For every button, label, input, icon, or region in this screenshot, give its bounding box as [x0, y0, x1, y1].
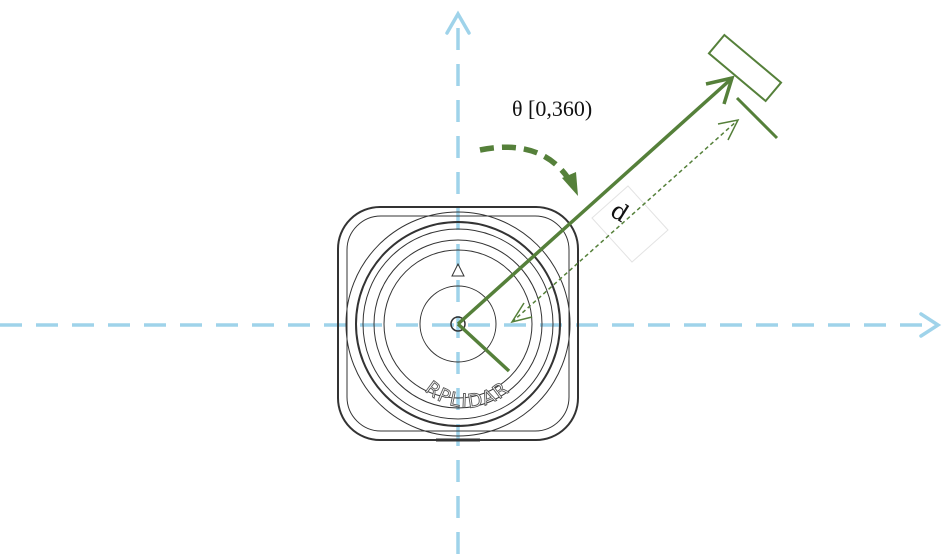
device-inner-frame	[346, 215, 570, 432]
y-axis-arrowhead	[445, 10, 471, 35]
direction-marker	[451, 262, 465, 277]
laser-ray-arrowhead	[705, 75, 735, 105]
angle-arc	[479, 144, 571, 180]
distance-arrow-end	[717, 118, 740, 141]
target-object	[707, 33, 783, 140]
angle-indicator	[479, 144, 578, 196]
distance-highlight	[591, 185, 669, 263]
device-ring-5	[383, 249, 533, 399]
distance-line	[511, 119, 739, 323]
device-brand-text: RPLIDAR	[421, 377, 514, 413]
angle-arrowhead	[562, 172, 578, 196]
measurement-ray	[456, 75, 735, 373]
lidar-device	[337, 206, 579, 442]
device-ring-2	[355, 221, 561, 427]
device-ring-outer	[345, 211, 571, 437]
target-box	[707, 33, 783, 103]
angle-label: θ [0,360)	[512, 96, 593, 121]
device-ring-4	[373, 239, 543, 409]
coordinate-axes	[0, 10, 942, 554]
heading-tick	[456, 322, 511, 373]
distance-arrow-start	[510, 302, 533, 324]
target-surface	[735, 96, 779, 140]
distance-dimension	[510, 118, 740, 324]
laser-ray	[456, 78, 732, 326]
x-axis-arrowhead	[919, 312, 942, 338]
device-center-hub	[450, 316, 466, 332]
device-ring-inner	[419, 285, 497, 363]
device-ring-3	[362, 228, 554, 420]
